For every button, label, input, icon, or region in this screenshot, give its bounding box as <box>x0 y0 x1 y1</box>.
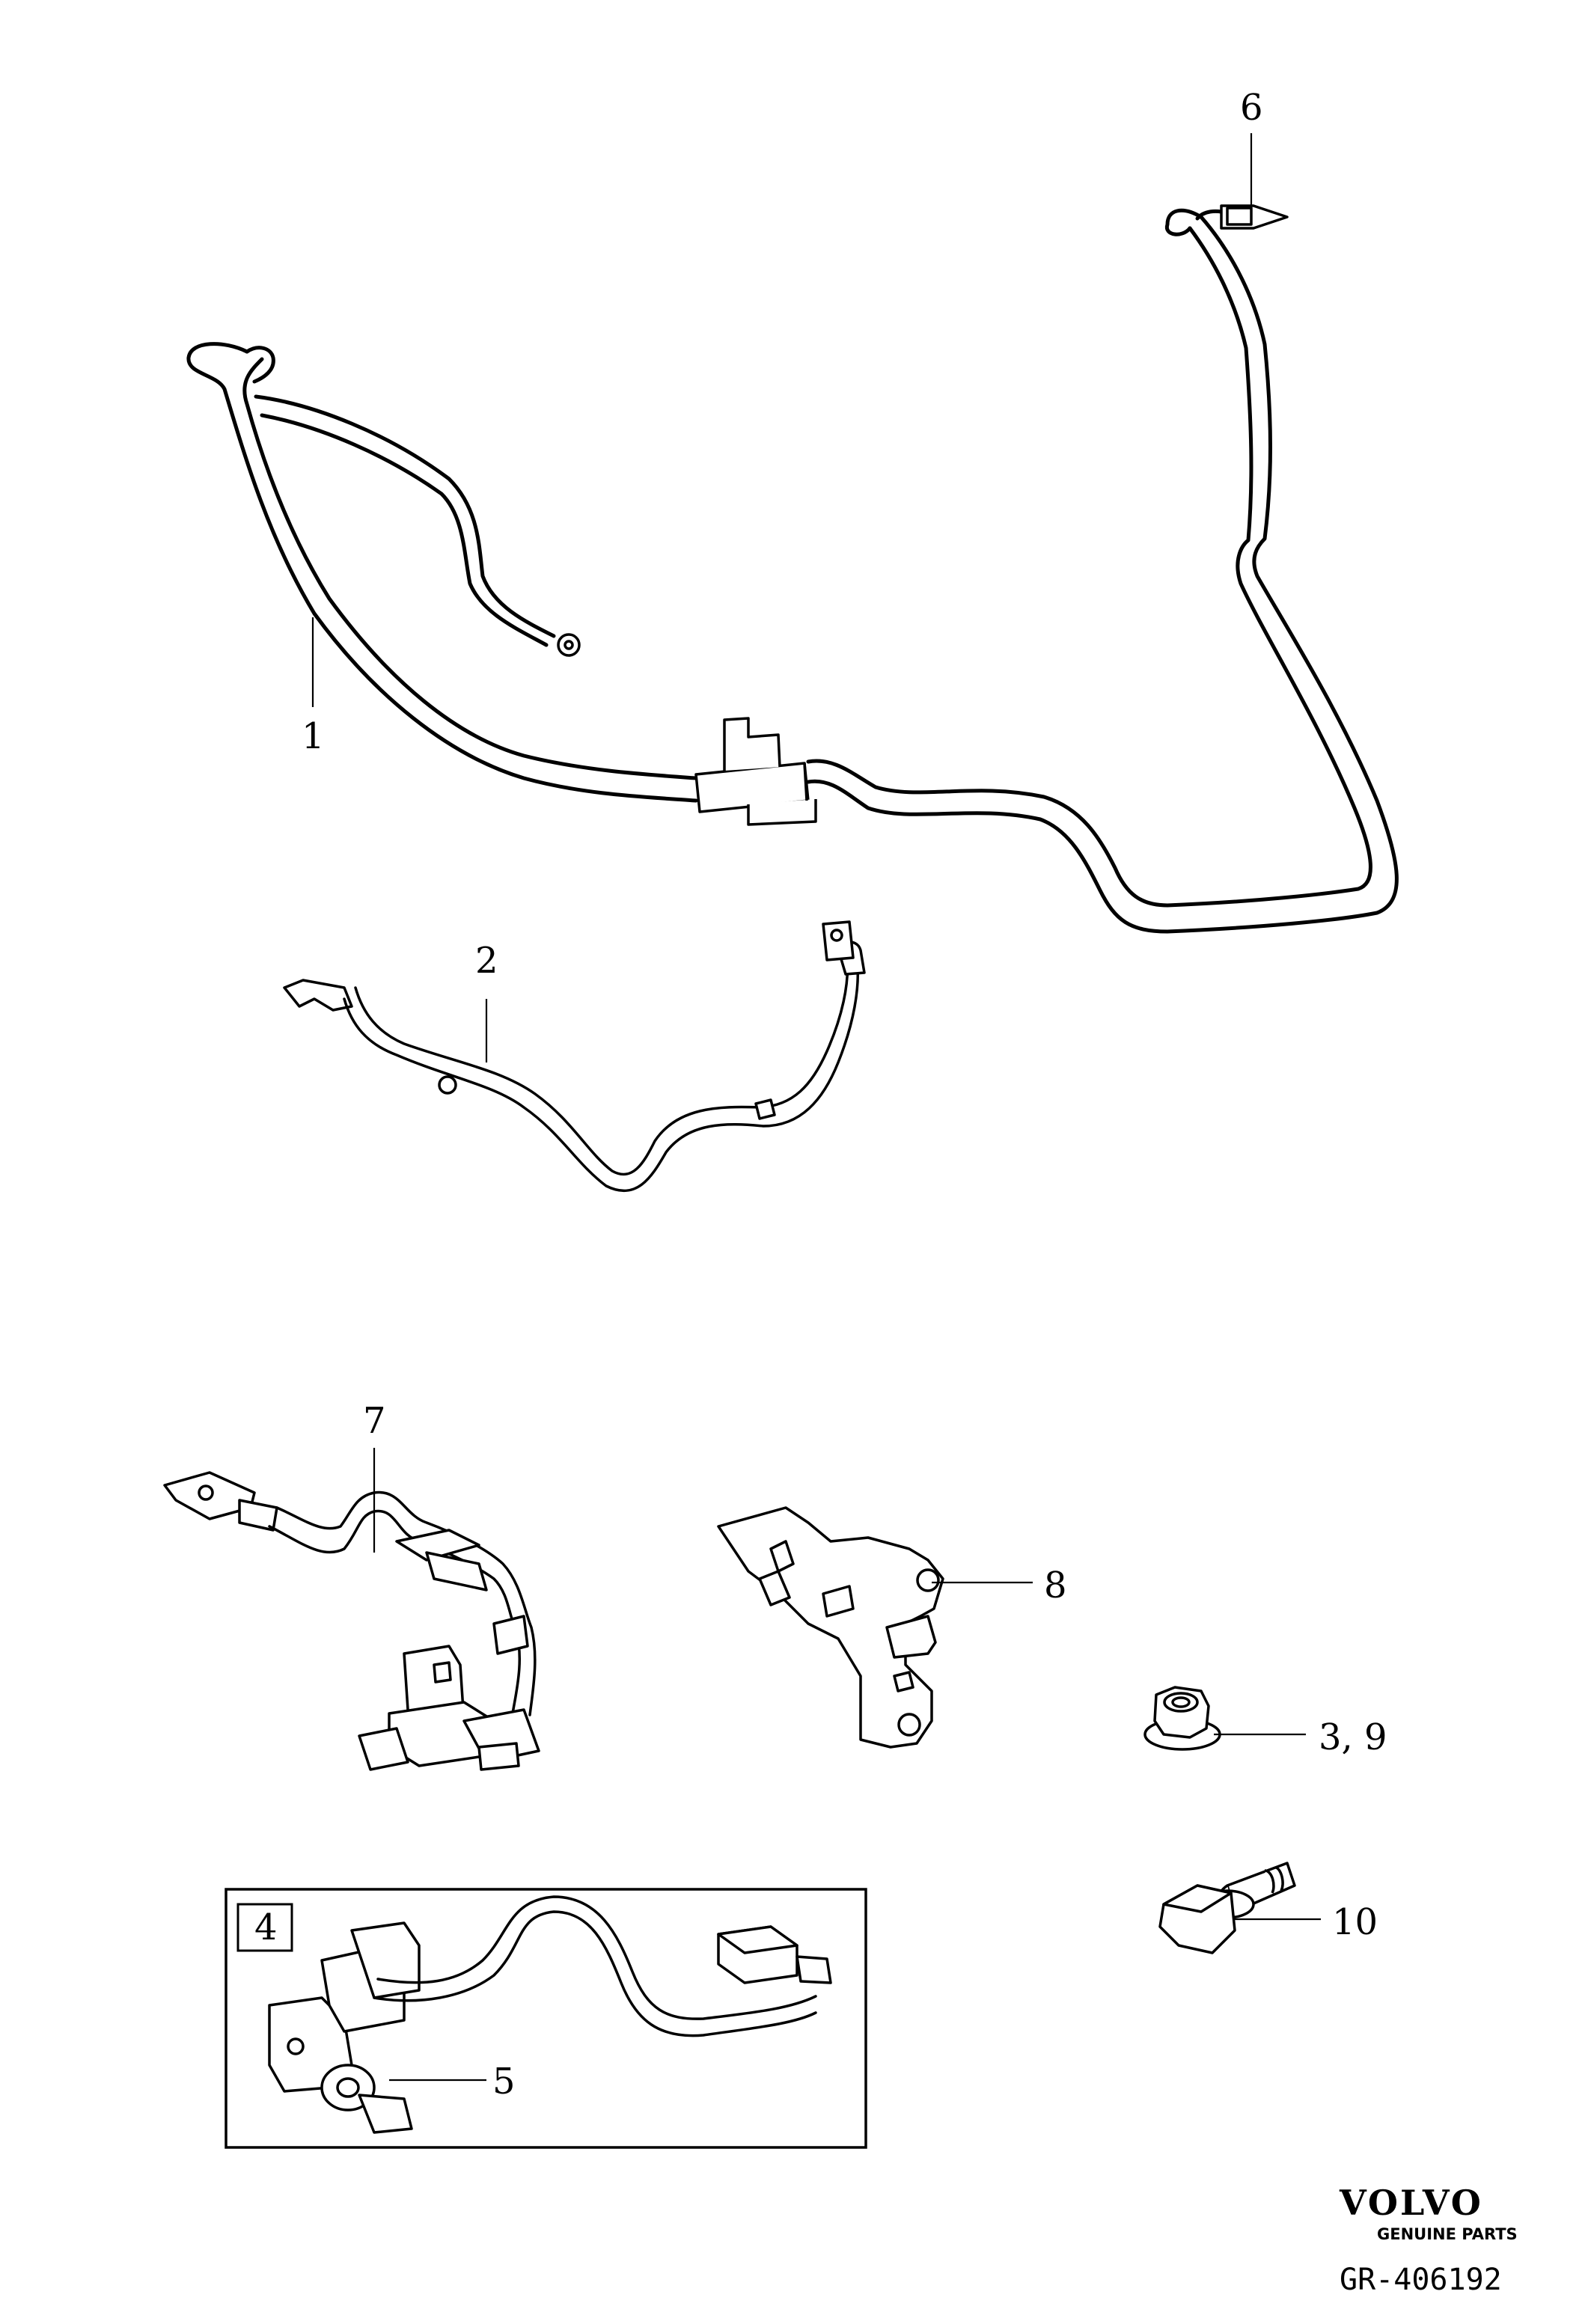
callout-10: 10 <box>1332 1901 1378 1943</box>
callout-2: 2 <box>475 940 498 982</box>
part-8-bracket <box>717 1506 944 1749</box>
brand-block: VOLVO GENUINE PARTS GR-406192 <box>1339 2183 1518 2297</box>
callout-7: 7 <box>363 1400 386 1442</box>
callout-6: 6 <box>1240 87 1263 129</box>
diagram-reference: GR-406192 <box>1340 2263 1502 2297</box>
kit-box <box>225 1888 867 2149</box>
callout-8: 8 <box>1044 1565 1067 1606</box>
brand-logo: VOLVO <box>1339 2183 1483 2223</box>
brand-tagline: GENUINE PARTS <box>1377 2225 1518 2243</box>
callout-5: 5 <box>492 2061 516 2103</box>
part-3-9-flange-nut <box>1143 1686 1221 1751</box>
part-1-battery-cable <box>186 204 1399 934</box>
callout-3-9: 3, 9 <box>1319 1716 1387 1758</box>
callout-4: 4 <box>254 1906 278 1948</box>
part-7-sensor-cable <box>163 1471 540 1771</box>
callout-labels: 1 2 6 7 8 3, 9 10 4 5 <box>254 87 1387 2103</box>
leader-lines <box>311 133 1321 2082</box>
callout-1: 1 <box>302 715 325 757</box>
part-10-flange-bolt <box>1158 1862 1296 1954</box>
part-2-ground-cable <box>283 920 866 1193</box>
